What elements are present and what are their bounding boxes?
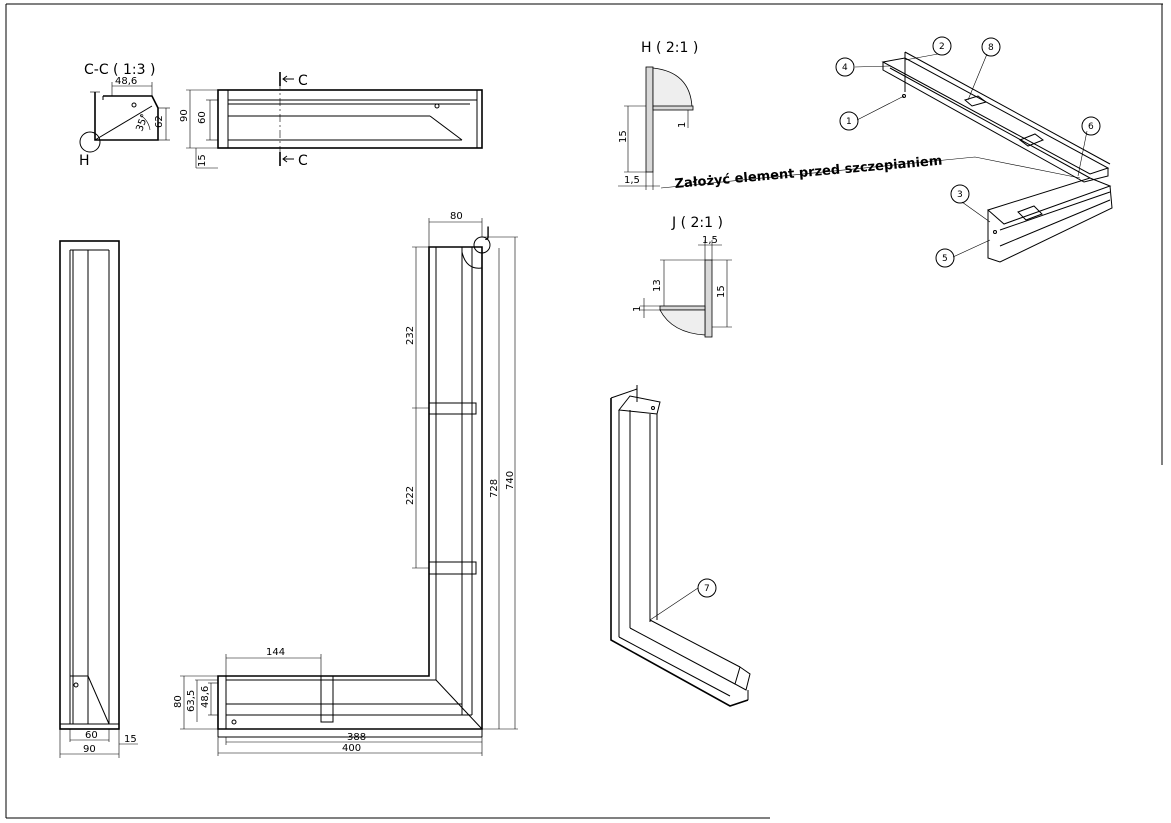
- dim-side-outer: 90: [83, 744, 96, 755]
- iso-clip-6: [1018, 133, 1045, 147]
- dim-seg-upper: 232: [405, 326, 416, 345]
- svg-text:4: 4: [842, 63, 848, 73]
- balloon-6: 6: [1081, 116, 1101, 136]
- svg-text:3: 3: [957, 190, 963, 200]
- clip-upper: [428, 402, 477, 415]
- dim-j-left: 13: [652, 279, 663, 292]
- balloon-7: 7: [697, 578, 717, 598]
- side-view: 60 90 15: [59, 240, 138, 758]
- dim-inner-length: 388: [347, 732, 366, 743]
- section-profile: [94, 92, 159, 141]
- cut-label-bottom: C: [298, 153, 308, 169]
- detail-j-title: J ( 2:1 ): [671, 215, 723, 231]
- isometric-part: 7: [610, 385, 751, 707]
- section-cc-view: C-C ( 1:3 ) 48,6 62 35° H: [79, 62, 170, 169]
- detail-j-view: J ( 2:1 ) 1,5 13 15 1: [632, 215, 732, 338]
- dim-outer-length: 400: [342, 743, 361, 754]
- detail-h-label: H: [79, 153, 90, 169]
- detail-h-title: H ( 2:1 ): [641, 40, 698, 56]
- svg-text:7: 7: [704, 584, 710, 594]
- dim-side-inner: 60: [85, 730, 98, 741]
- dim-top-outer: 90: [179, 109, 190, 122]
- dim-h-height: 15: [618, 130, 629, 143]
- dim-cc-height: 62: [154, 115, 165, 128]
- iso-part-outline: [610, 398, 749, 707]
- dim-j-right: 15: [716, 285, 727, 298]
- detail-j-fillet: [659, 309, 706, 336]
- iso-part-end-cap: [734, 666, 751, 691]
- dim-cc-angle: 35°: [134, 113, 150, 133]
- iso-short-arm: [987, 177, 1112, 225]
- detail-j-label: J: [485, 225, 490, 241]
- top-view: C C 90 60 15: [179, 72, 483, 169]
- dim-top-width: 80: [450, 211, 463, 222]
- detail-h-marker: [79, 131, 101, 153]
- dim-cc-width: 48,6: [115, 76, 137, 87]
- balloon-3: 3: [950, 184, 970, 204]
- cut-label-top: C: [298, 73, 308, 89]
- svg-text:6: 6: [1088, 122, 1094, 132]
- svg-text:8: 8: [988, 43, 994, 53]
- balloon-5: 5: [935, 248, 955, 268]
- dim-h-thickness: 1,5: [624, 175, 640, 186]
- dim-j-gap: 1: [632, 306, 643, 312]
- dim-outer-height: 740: [505, 471, 516, 490]
- dim-top-inner: 60: [197, 111, 208, 124]
- detail-j-wall: [704, 259, 713, 338]
- side-view-outline: [59, 240, 120, 730]
- dim-bottom-offset: 144: [266, 647, 285, 658]
- sheet-border: [5, 3, 1163, 819]
- front-view: J 80 232 222 728 740 144 80 63,5: [173, 211, 518, 756]
- note-leader: [660, 156, 1081, 189]
- isometric-assembly: Założyć element przed szczepianiem 1 2 3…: [660, 36, 1113, 268]
- svg-text:1: 1: [846, 117, 852, 127]
- top-view-outline: [217, 89, 483, 149]
- balloon-2: 2: [932, 36, 952, 56]
- detail-h-wall: [645, 66, 654, 173]
- dim-left-inner: 48,6: [200, 686, 211, 708]
- detail-h-view: H ( 2:1 ) 15 1 1,5: [618, 40, 698, 190]
- iso-clip-8: [963, 95, 988, 107]
- dim-j-thickness: 1,5: [702, 235, 718, 246]
- dim-top-flange: 15: [197, 154, 208, 167]
- section-cc-title: C-C ( 1:3 ): [84, 62, 155, 78]
- balloon-4: 4: [835, 57, 855, 77]
- iso-part-top-cap: [618, 395, 661, 415]
- svg-text:2: 2: [939, 42, 945, 52]
- dim-h-gap: 1: [677, 122, 688, 128]
- balloon-8: 8: [981, 37, 1001, 57]
- dim-left-outer: 80: [173, 695, 184, 708]
- section-slope: [94, 105, 153, 141]
- dim-left-mid: 63,5: [186, 690, 197, 712]
- front-view-outline: [217, 246, 483, 730]
- dim-seg-lower: 222: [405, 486, 416, 505]
- svg-text:5: 5: [942, 254, 948, 264]
- clip-bottom: [320, 675, 334, 723]
- balloon-1: 1: [839, 111, 859, 131]
- weld-note: Założyć element przed szczepianiem: [674, 154, 943, 192]
- detail-h-fillet: [652, 67, 693, 108]
- dim-inner-height: 728: [489, 479, 500, 498]
- dim-side-flange: 15: [124, 734, 137, 745]
